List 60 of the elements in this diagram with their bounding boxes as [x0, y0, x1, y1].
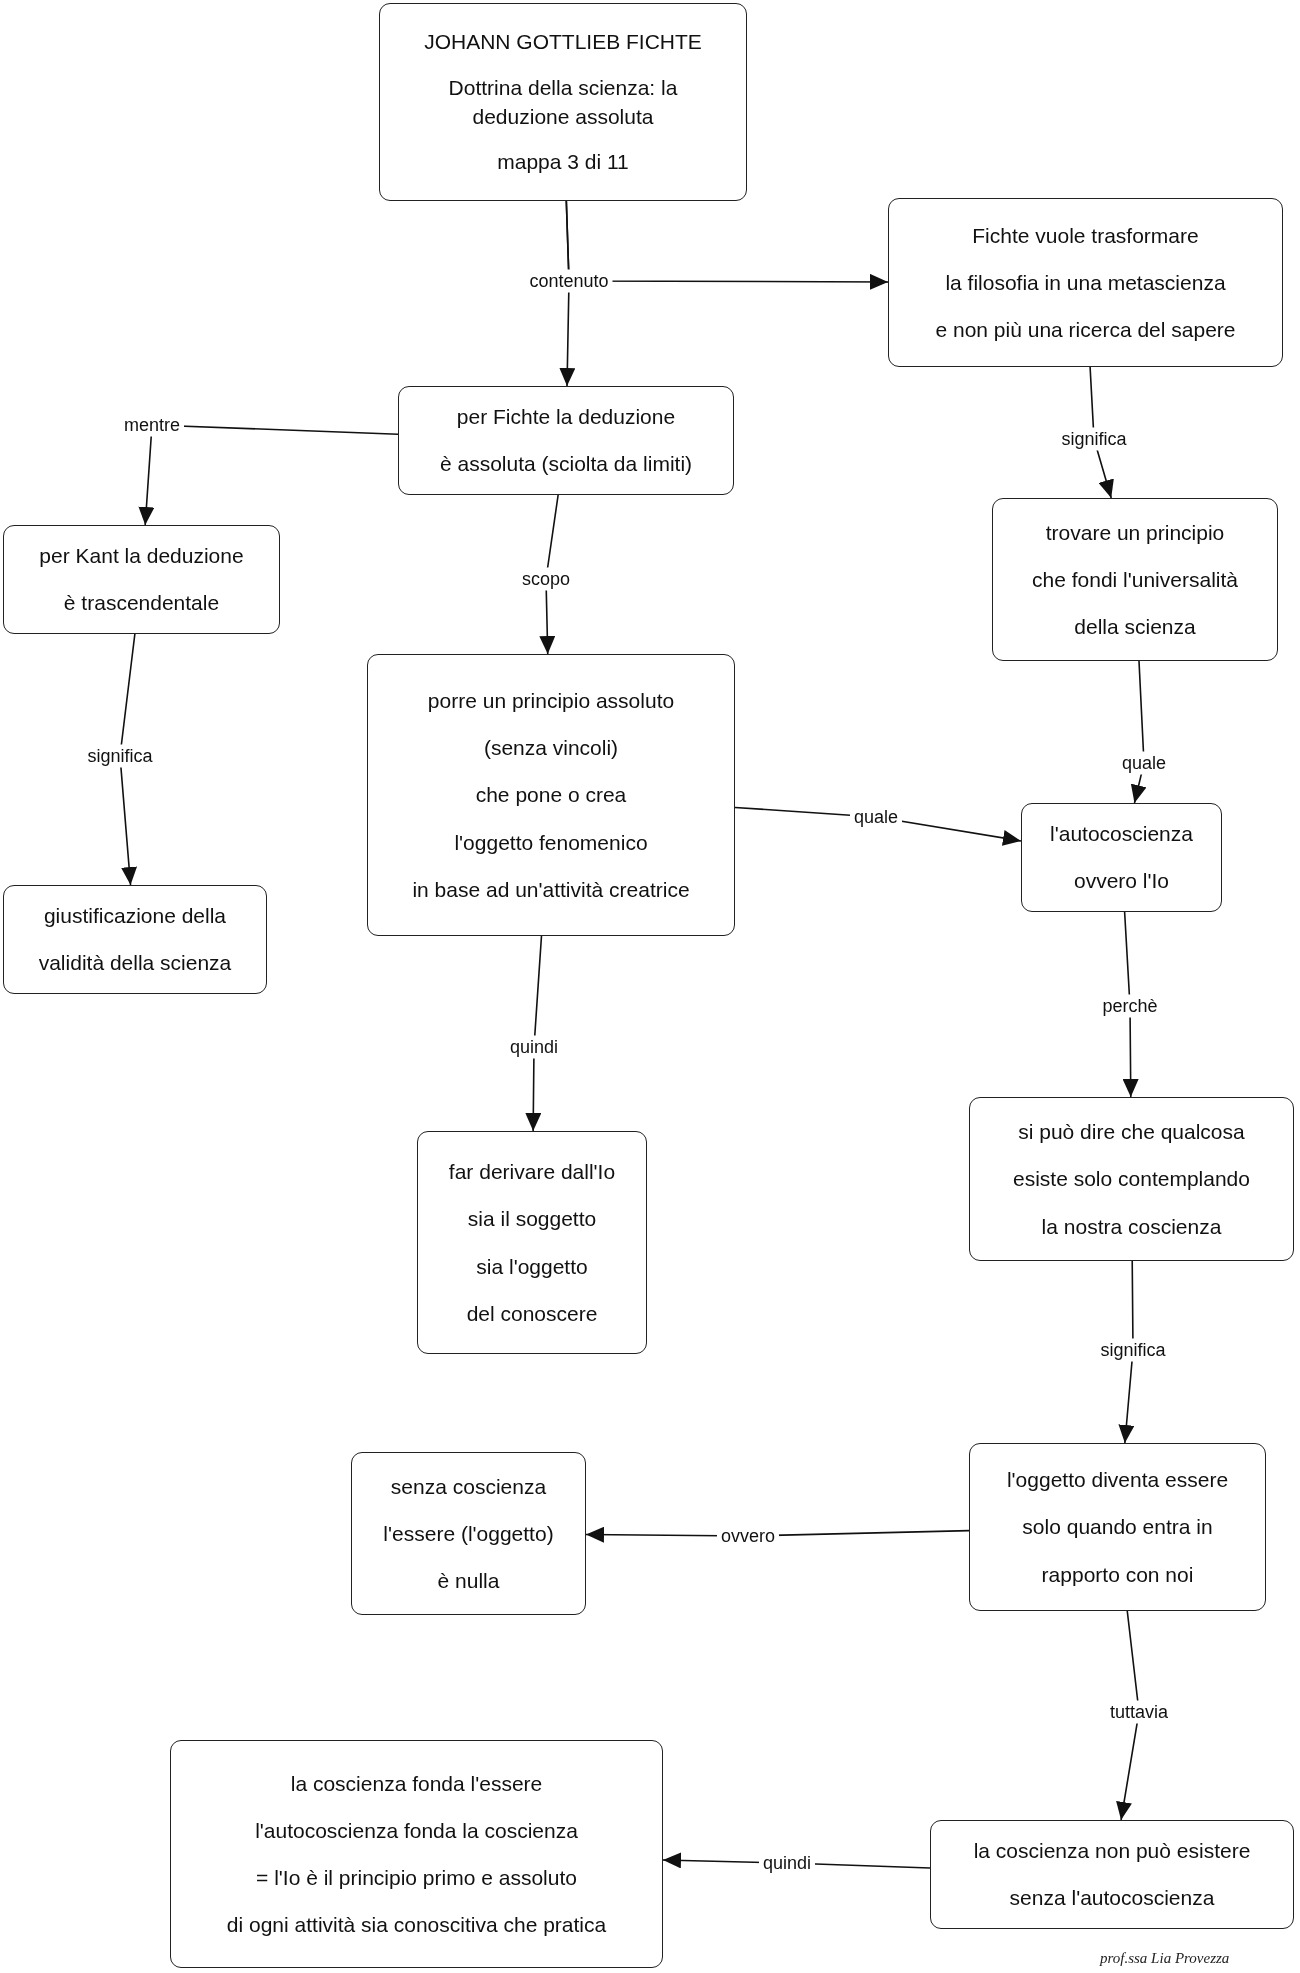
- arrow: [525, 935, 543, 1132]
- concept-box: [969, 1443, 1266, 1611]
- concept-text: per Fichte la deduzione: [456, 404, 676, 430]
- concept-text: si può dire che qualcosa: [1018, 1119, 1245, 1146]
- concept-text: (senza vincoli): [483, 735, 619, 762]
- concept-text: la nostra coscienza: [1041, 1213, 1222, 1240]
- arrow: [119, 633, 138, 886]
- concept-text: l'autocoscienza: [1050, 821, 1193, 847]
- concept-text: rapporto con noi: [1041, 1561, 1194, 1588]
- concept-text: la coscienza non può esistere: [973, 1838, 1251, 1864]
- concept-text: sia il soggetto: [467, 1206, 597, 1233]
- concept-text: l'oggetto diventa essere: [1006, 1467, 1229, 1494]
- signature-text: prof.ssa Lia Provezza: [1100, 1950, 1230, 1967]
- concept-text: l'essere (l'oggetto): [383, 1520, 554, 1547]
- concept-text: senza coscienza: [390, 1473, 547, 1500]
- concept-text: giustificazione della: [43, 903, 227, 929]
- concept-box: [417, 1131, 647, 1354]
- concept-box: [3, 885, 267, 994]
- concept-text: l'autocoscienza fonda la coscienza: [255, 1817, 578, 1844]
- concept-text: JOHANN GOTTLIEB FICHTE: [424, 29, 702, 56]
- concept-text: Dottrina della scienza: la deduzione assoluta: [447, 74, 679, 130]
- concept-text: la filosofia in una metascienza: [945, 269, 1226, 296]
- concept-box: [379, 3, 747, 201]
- concept-text: senza l'autocoscienza: [1009, 1885, 1215, 1912]
- concept-box: [930, 1820, 1294, 1929]
- concept-text: della scienza: [1074, 614, 1196, 641]
- concept-box: [1021, 803, 1222, 912]
- concept-text: è assoluta (sciolta da limiti): [439, 451, 693, 478]
- arrow: [1122, 911, 1139, 1098]
- concept-text: del conoscere: [466, 1300, 598, 1327]
- concept-text: sia l'oggetto: [476, 1253, 588, 1280]
- concept-text: solo quando entra in: [1022, 1514, 1213, 1541]
- concept-box: [888, 198, 1283, 367]
- concept-box: [992, 498, 1278, 661]
- concept-text: trovare un principio: [1045, 519, 1225, 546]
- concept-text: ovvero l'Io: [1073, 868, 1170, 895]
- concept-box: [969, 1097, 1294, 1261]
- concept-text: di ogni attività sia conoscitiva che pratica: [226, 1912, 607, 1939]
- concept-text: validità della scienza: [38, 950, 232, 977]
- concept-text: in base ad un'attività creatrice: [412, 876, 690, 903]
- concept-text: porre un principio assoluto: [427, 687, 675, 714]
- concept-text: la coscienza fonda l'essere: [290, 1770, 543, 1797]
- concept-text: l'oggetto fenomenico: [454, 829, 648, 856]
- concept-text: è trascendentale: [63, 590, 220, 617]
- concept-text: è nulla: [437, 1568, 500, 1595]
- concept-box: [351, 1452, 586, 1615]
- concept-box: [170, 1740, 663, 1968]
- concept-text: per Kant la deduzione: [39, 543, 244, 569]
- concept-text: mappa 3 di 11: [497, 149, 629, 176]
- concept-text: far derivare dall'Io: [448, 1159, 616, 1185]
- concept-text: che fondi l'universalità: [1032, 566, 1238, 593]
- concept-text: che pone o crea: [475, 782, 627, 809]
- concept-box: [3, 525, 280, 634]
- arrow: [1116, 1610, 1140, 1821]
- concept-box: [367, 654, 735, 936]
- concept-box: [398, 386, 734, 495]
- concept-text: Fichte vuole trasformare: [972, 222, 1199, 249]
- concept-text: esiste solo contemplando: [1013, 1166, 1250, 1193]
- concept-text: = l'Io è il principio primo e assoluto: [256, 1865, 577, 1891]
- concept-text: e non più una ricerca del sapere: [935, 317, 1236, 344]
